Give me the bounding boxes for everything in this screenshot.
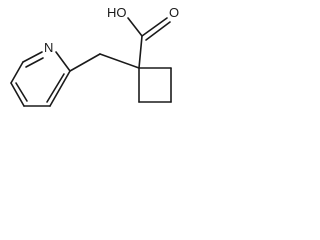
bond-c2-c3 [49, 70, 71, 107]
double-bond-ccarboxyl-o [145, 21, 171, 41]
ring-nitrogen-label: N [44, 40, 53, 55]
double-bond-c6-n [25, 57, 44, 68]
hydroxyl-label: HO [107, 5, 127, 20]
bond-c4-c5 [10, 82, 25, 107]
bond-cq-ccarboxyl [138, 35, 143, 69]
methylene-linker [69, 53, 140, 72]
bond-c5-c6 [10, 61, 24, 84]
double-bond-c4-c5 [15, 82, 28, 102]
carboxylic-acid-group: HO O [107, 5, 179, 69]
carbonyl-oxygen-label: O [169, 5, 179, 20]
bond-c2-ch2 [69, 53, 101, 72]
bond-ch2-cq [99, 53, 140, 69]
bond-ccarboxyl-oh [127, 17, 143, 37]
double-bond-c2-c3 [46, 73, 65, 103]
cyclobutane-ring [138, 67, 172, 103]
bond-n-c2 [55, 51, 71, 72]
bond-c6-n [22, 51, 43, 63]
pyridine-ring: N [10, 40, 71, 107]
chemical-structure-diagram: N HO O [10, 5, 179, 107]
bond-ccarboxyl-o [141, 17, 168, 37]
